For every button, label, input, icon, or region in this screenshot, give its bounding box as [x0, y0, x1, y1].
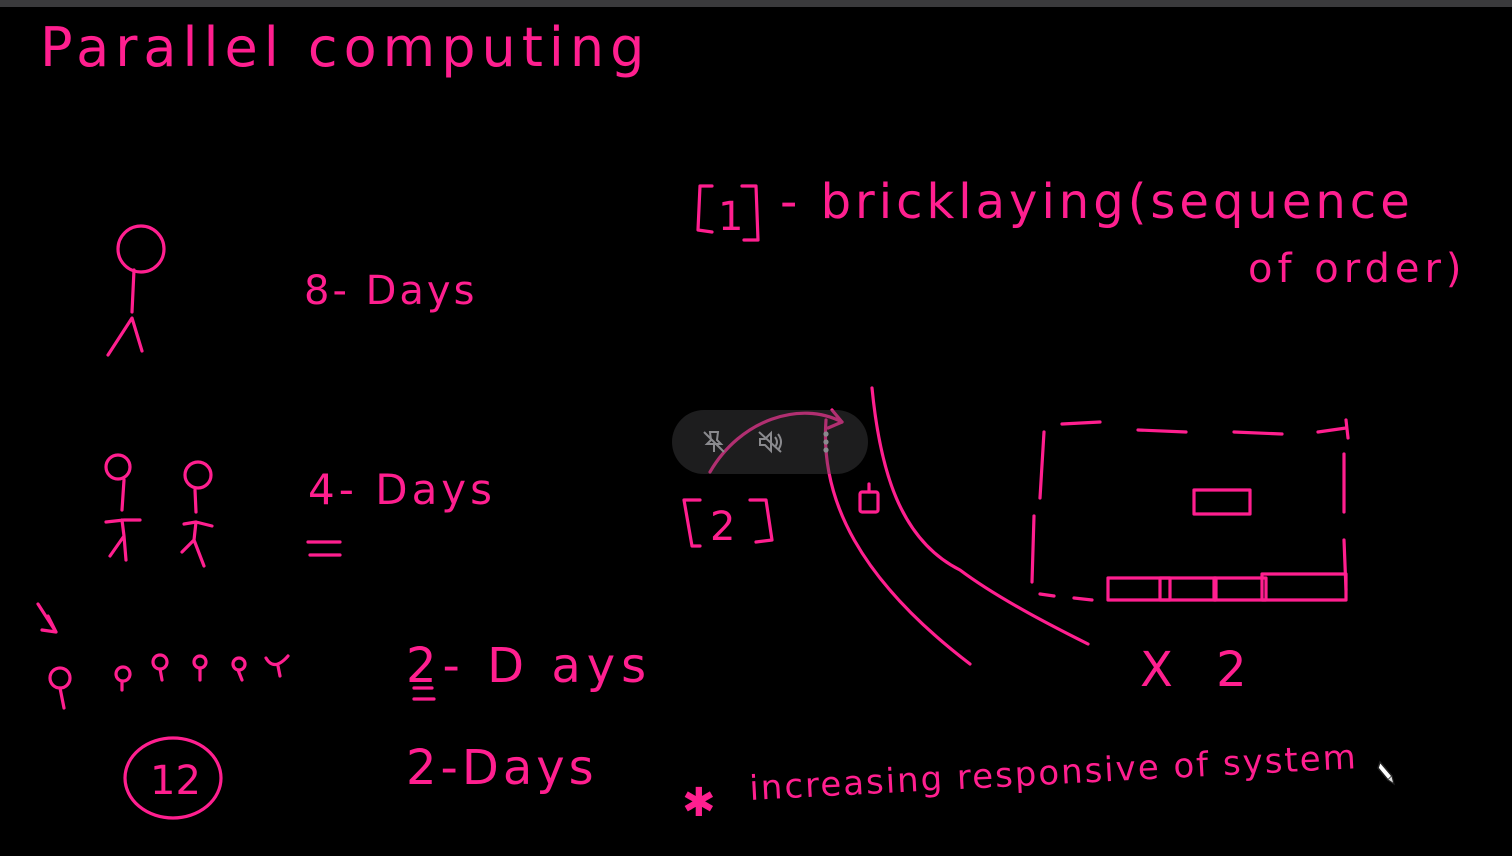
page-title: Parallel computing [40, 16, 650, 79]
unpin-button[interactable] [694, 422, 734, 462]
note-text: increasing responsive of system [748, 737, 1358, 809]
six-workers-duration: 2- D ays [406, 638, 652, 694]
mute-button[interactable] [750, 422, 790, 462]
arrow-icon [36, 602, 58, 634]
double-underline [412, 686, 436, 701]
task-one-number: 1 [718, 194, 743, 240]
circled-number-outline [123, 736, 223, 820]
two-worker-figures [104, 453, 214, 568]
pen-cursor-icon [1377, 760, 1395, 786]
double-underline [306, 540, 342, 557]
task-one-label: - bricklaying(sequence [780, 174, 1414, 230]
task-one-label-continued: of order) [1248, 246, 1467, 292]
more-options-button[interactable] [806, 422, 846, 462]
brick-wall-drawing [1030, 418, 1350, 602]
window-top-border [0, 0, 1512, 7]
two-workers-duration: 4- Days [308, 465, 496, 514]
floating-media-controls [672, 410, 868, 474]
task-two-bracket [682, 498, 774, 548]
task-one-bracket [696, 184, 760, 242]
unpin-icon [703, 431, 725, 453]
circled-number: 12 [150, 758, 201, 804]
task-two-number: 2 [710, 504, 735, 550]
one-worker-duration: 8- Days [304, 268, 477, 314]
note-asterisk: ✱ [682, 780, 716, 826]
one-worker-figure [106, 224, 166, 357]
twelve-duration: 2-Days [406, 740, 598, 796]
more-icon [823, 431, 829, 453]
multiplier-label: X 2 [1140, 642, 1261, 698]
mute-icon [758, 430, 782, 454]
six-worker-figures [36, 602, 290, 710]
